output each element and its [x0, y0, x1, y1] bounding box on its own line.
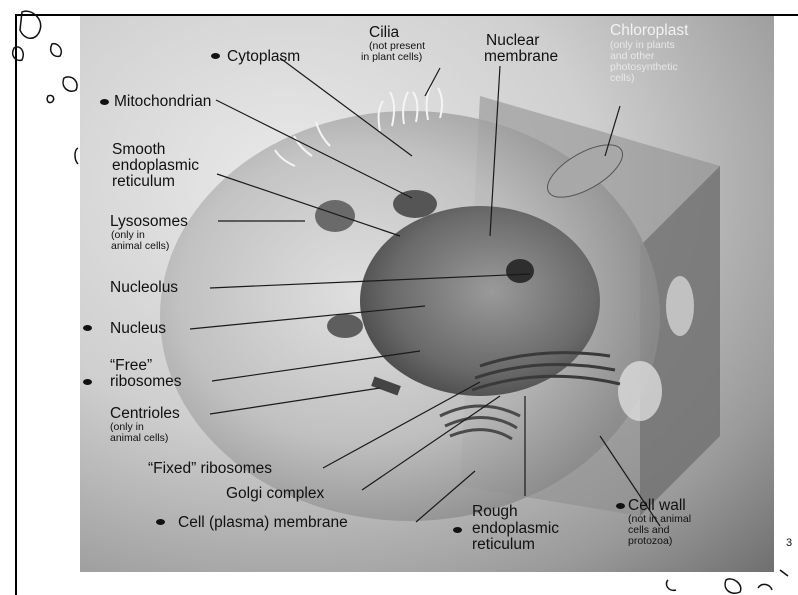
- label-cilia-note-2: in plant cells): [361, 52, 422, 63]
- label-chloroplast-note-2: and other: [610, 51, 654, 62]
- label-chloroplast-note-1: (only in plants: [610, 40, 675, 51]
- free-ribosomes-bullet: [83, 379, 92, 385]
- label-nucleus: Nucleus: [110, 321, 166, 337]
- label-nuclear-membrane-2: membrane: [484, 49, 558, 65]
- margin-mark-right: 3: [786, 537, 792, 549]
- cell-wall-bullet: [616, 503, 625, 509]
- label-smooth-er-3: reticulum: [112, 174, 175, 190]
- label-lysosomes: Lysosomes: [110, 214, 188, 230]
- label-rough-er-1: Rough: [472, 504, 518, 520]
- label-rough-er-3: reticulum: [472, 537, 535, 553]
- label-centrioles: Centrioles: [110, 406, 180, 422]
- label-cell-wall: Cell wall: [628, 498, 686, 514]
- label-free-ribosomes-1: “Free”: [110, 358, 152, 374]
- mitochondrion-shape: [393, 190, 437, 218]
- label-lysosomes-note-2: animal cells): [111, 241, 169, 252]
- label-chloroplast-note-4: cells): [610, 73, 635, 84]
- cell-diagram-plate: Cytoplasm Cilia (not present in plant ce…: [80, 16, 774, 572]
- rough-er-bullet: [453, 527, 462, 533]
- label-centrioles-note-1: (only in: [110, 422, 144, 433]
- nucleus-bullet: [83, 325, 92, 331]
- label-golgi-complex: Golgi complex: [226, 486, 324, 502]
- label-nucleolus: Nucleolus: [110, 280, 178, 296]
- label-free-ribosomes-2: ribosomes: [110, 374, 182, 390]
- label-rough-er-2: endoplasmic: [472, 521, 559, 537]
- label-cell-membrane: Cell (plasma) membrane: [178, 515, 348, 531]
- label-centrioles-note-2: animal cells): [110, 433, 168, 444]
- cytoplasm-bullet: [211, 53, 220, 59]
- label-mitochondrian: Mitochondrian: [114, 94, 211, 110]
- label-chloroplast-note-3: photosynthetic: [610, 62, 678, 73]
- label-lysosomes-note-1: (only in: [111, 230, 145, 241]
- label-cilia: Cilia: [369, 25, 399, 41]
- label-cilia-note-1: (not present: [369, 41, 425, 52]
- label-cell-wall-note-2: cells and: [628, 525, 669, 536]
- label-cell-wall-note-1: (not in animal: [628, 514, 691, 525]
- label-cytoplasm: Cytoplasm: [227, 49, 300, 65]
- mitochondrian-bullet: [100, 99, 109, 105]
- label-smooth-er-2: endoplasmic: [112, 158, 199, 174]
- label-chloroplast: Chloroplast: [610, 23, 688, 39]
- label-fixed-ribosomes: “Fixed” ribosomes: [148, 461, 272, 477]
- cell-membrane-bullet: [156, 519, 165, 525]
- label-nuclear-membrane-1: Nuclear: [486, 33, 539, 49]
- label-cell-wall-note-3: protozoa): [628, 536, 672, 547]
- label-smooth-er-1: Smooth: [112, 142, 165, 158]
